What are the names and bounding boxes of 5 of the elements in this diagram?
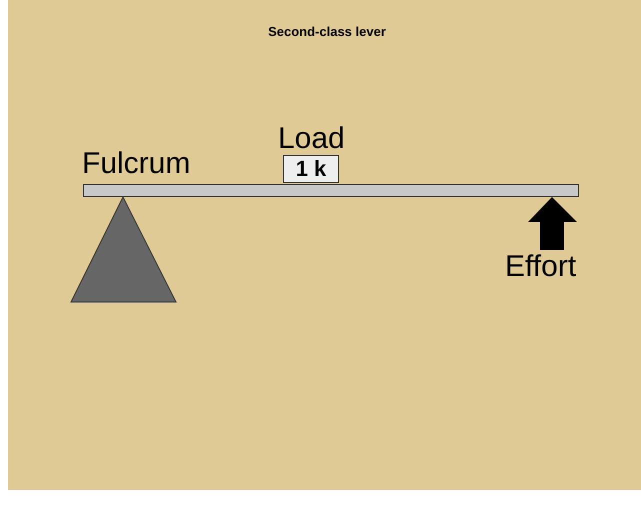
title: Second-class lever [267,24,387,39]
load-weight: 1 k [283,155,339,183]
part-label: Load [278,122,345,155]
part-label: Fulcrum [82,147,190,181]
part-label: Effort [505,250,576,284]
